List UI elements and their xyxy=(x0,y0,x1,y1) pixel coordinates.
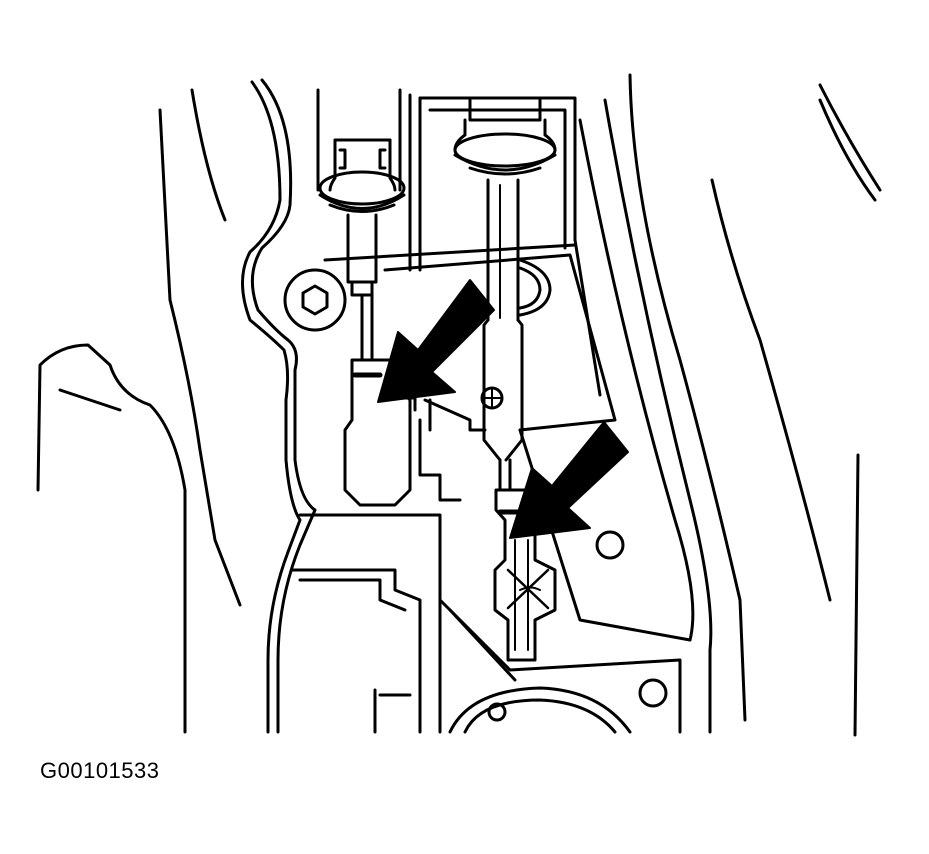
left-bracket-outline xyxy=(241,78,317,734)
arrow-upper-left xyxy=(377,279,495,403)
left-housing-outline xyxy=(36,88,242,734)
lower-frame xyxy=(290,513,682,734)
right-housing-outline xyxy=(518,73,882,737)
callout-arrow-icon xyxy=(509,421,629,539)
middle-plate xyxy=(383,253,617,502)
bolt-head-icon xyxy=(595,530,625,560)
right-cable-assembly xyxy=(453,98,557,662)
upper-frame xyxy=(316,88,577,272)
cable-end-icon xyxy=(453,132,557,168)
figure-id-label: G00101533 xyxy=(40,758,160,783)
cable-end-icon xyxy=(318,170,406,206)
callout-arrow-icon xyxy=(377,279,495,403)
bolt-head-icon xyxy=(283,268,347,332)
bolt-head-icon xyxy=(487,702,507,722)
bolt-head-icon xyxy=(638,678,668,708)
bolt-heads xyxy=(283,258,668,722)
arrow-lower-right xyxy=(509,421,629,539)
